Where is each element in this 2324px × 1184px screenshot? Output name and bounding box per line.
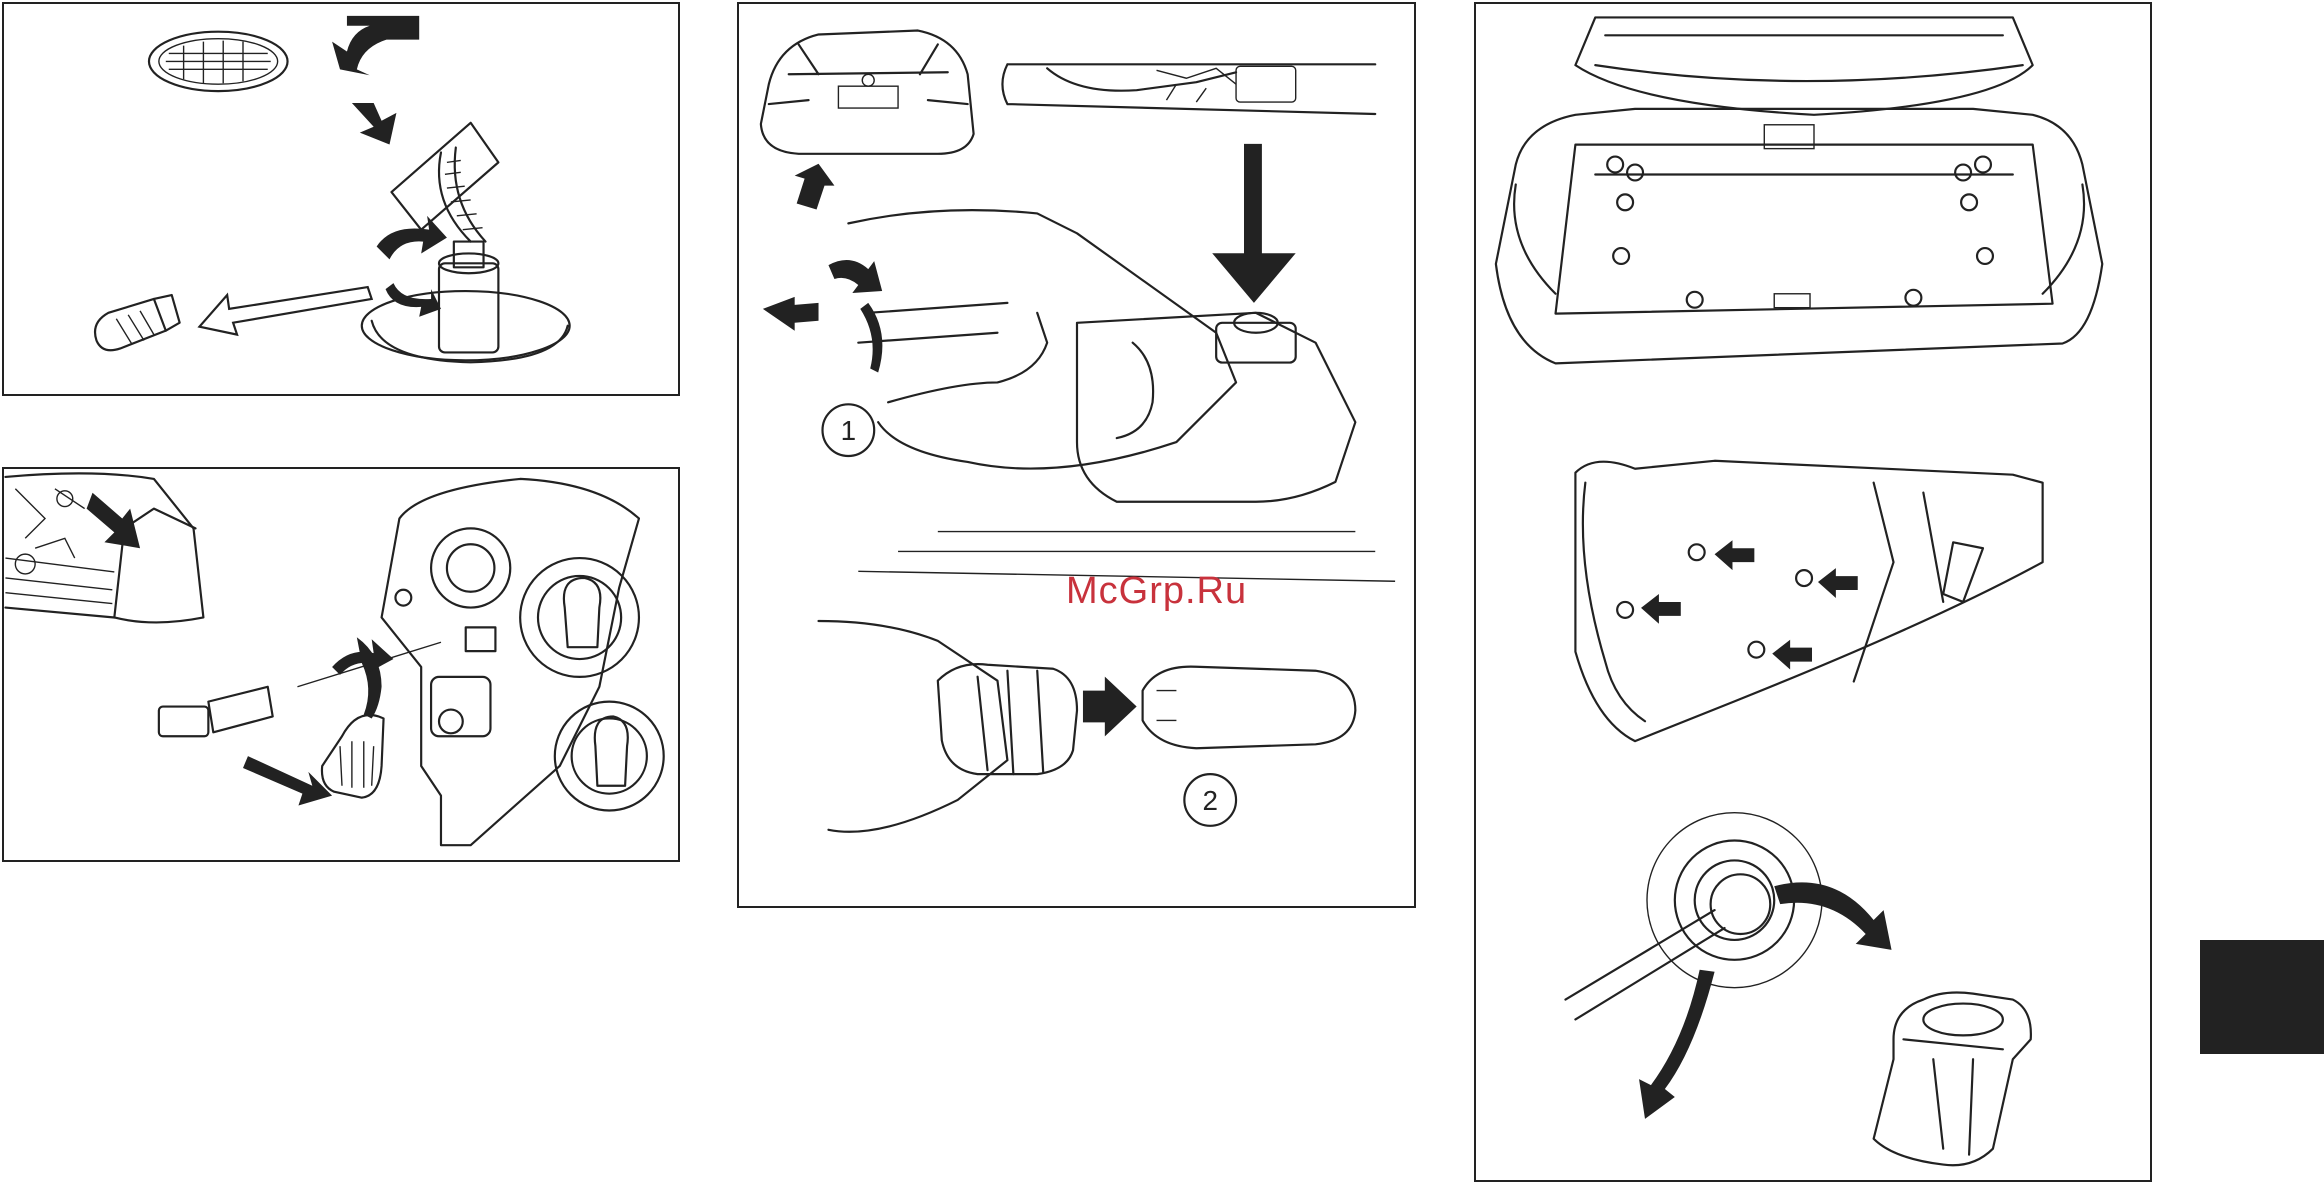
rotate-arrow-icon: [377, 216, 447, 260]
headlamp-bulb-illustration: [2, 467, 680, 862]
car-front-icon: [5, 473, 203, 622]
license-plate-lamp-illustration: 1 2: [737, 2, 1416, 908]
down-arrow-icon: [352, 103, 397, 145]
section-tab-marker: [2200, 940, 2324, 1054]
trim-clip-icon: [1565, 813, 2030, 1166]
clip-location-icon: [1607, 157, 1993, 308]
bulb-socket-icon: [362, 123, 570, 363]
side-marker-lamp-diagram: [4, 4, 678, 394]
wedge-bulb-icon: [819, 621, 1356, 832]
step-1-label: 1: [841, 415, 856, 446]
trunk-trim-diagram: [1476, 4, 2150, 1180]
watermark-text: McGrp.Ru: [1066, 570, 1247, 613]
curved-arrow-icon: [332, 16, 419, 75]
wedge-bulb-icon: [95, 295, 180, 350]
car-rear-view-icon: [761, 31, 974, 210]
trim-panel-icon: [1575, 461, 2042, 741]
left-arrow-icon: [199, 287, 371, 335]
license-plate-lamp-icon: [1002, 64, 1375, 303]
step-2-label: 2: [1202, 785, 1217, 816]
license-plate-lamp-diagram: 1 2: [739, 4, 1414, 906]
rotate-arrow-icon: [860, 303, 882, 373]
side-marker-lamp-illustration: [2, 2, 680, 396]
wedge-bulb-icon: [159, 637, 441, 805]
trunk-interior-icon: [1496, 17, 2102, 363]
trunk-trim-illustration: [1474, 2, 2152, 1182]
side-marker-lens-icon: [149, 32, 288, 91]
bulb-socket-icon: [763, 210, 1395, 581]
headlamp-bulb-diagram: [4, 469, 678, 860]
headlight-assembly-icon: [382, 479, 664, 845]
